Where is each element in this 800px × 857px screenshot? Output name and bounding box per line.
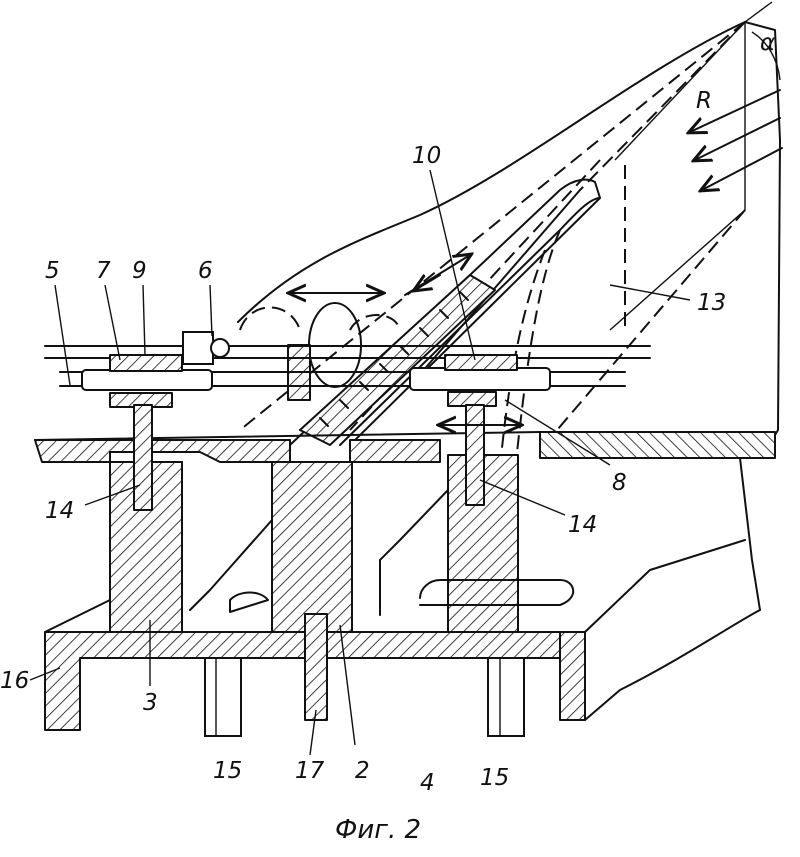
label-8: 8 bbox=[612, 470, 627, 496]
label-16: 16 bbox=[0, 668, 29, 694]
labels: 5 7 9 6 10 13 8 14 14 16 3 15 17 2 4 15 … bbox=[0, 30, 775, 796]
label-alpha: α bbox=[760, 30, 775, 56]
label-14-left: 14 bbox=[45, 498, 74, 524]
figure-caption: Фиг. 2 bbox=[335, 815, 421, 845]
label-15-left: 15 bbox=[213, 758, 242, 784]
label-5: 5 bbox=[45, 258, 60, 284]
label-7: 7 bbox=[96, 258, 111, 284]
label-17: 17 bbox=[295, 758, 325, 784]
label-10: 10 bbox=[412, 143, 441, 169]
label-2: 2 bbox=[355, 758, 370, 784]
label-6: 6 bbox=[198, 258, 213, 284]
label-4: 4 bbox=[420, 770, 435, 796]
label-3: 3 bbox=[143, 690, 158, 716]
label-13: 13 bbox=[697, 290, 726, 316]
label-14-right: 14 bbox=[568, 512, 597, 538]
label-R: R bbox=[696, 88, 712, 114]
posts bbox=[110, 455, 573, 632]
label-15-right: 15 bbox=[480, 765, 509, 791]
label-9: 9 bbox=[132, 258, 147, 284]
